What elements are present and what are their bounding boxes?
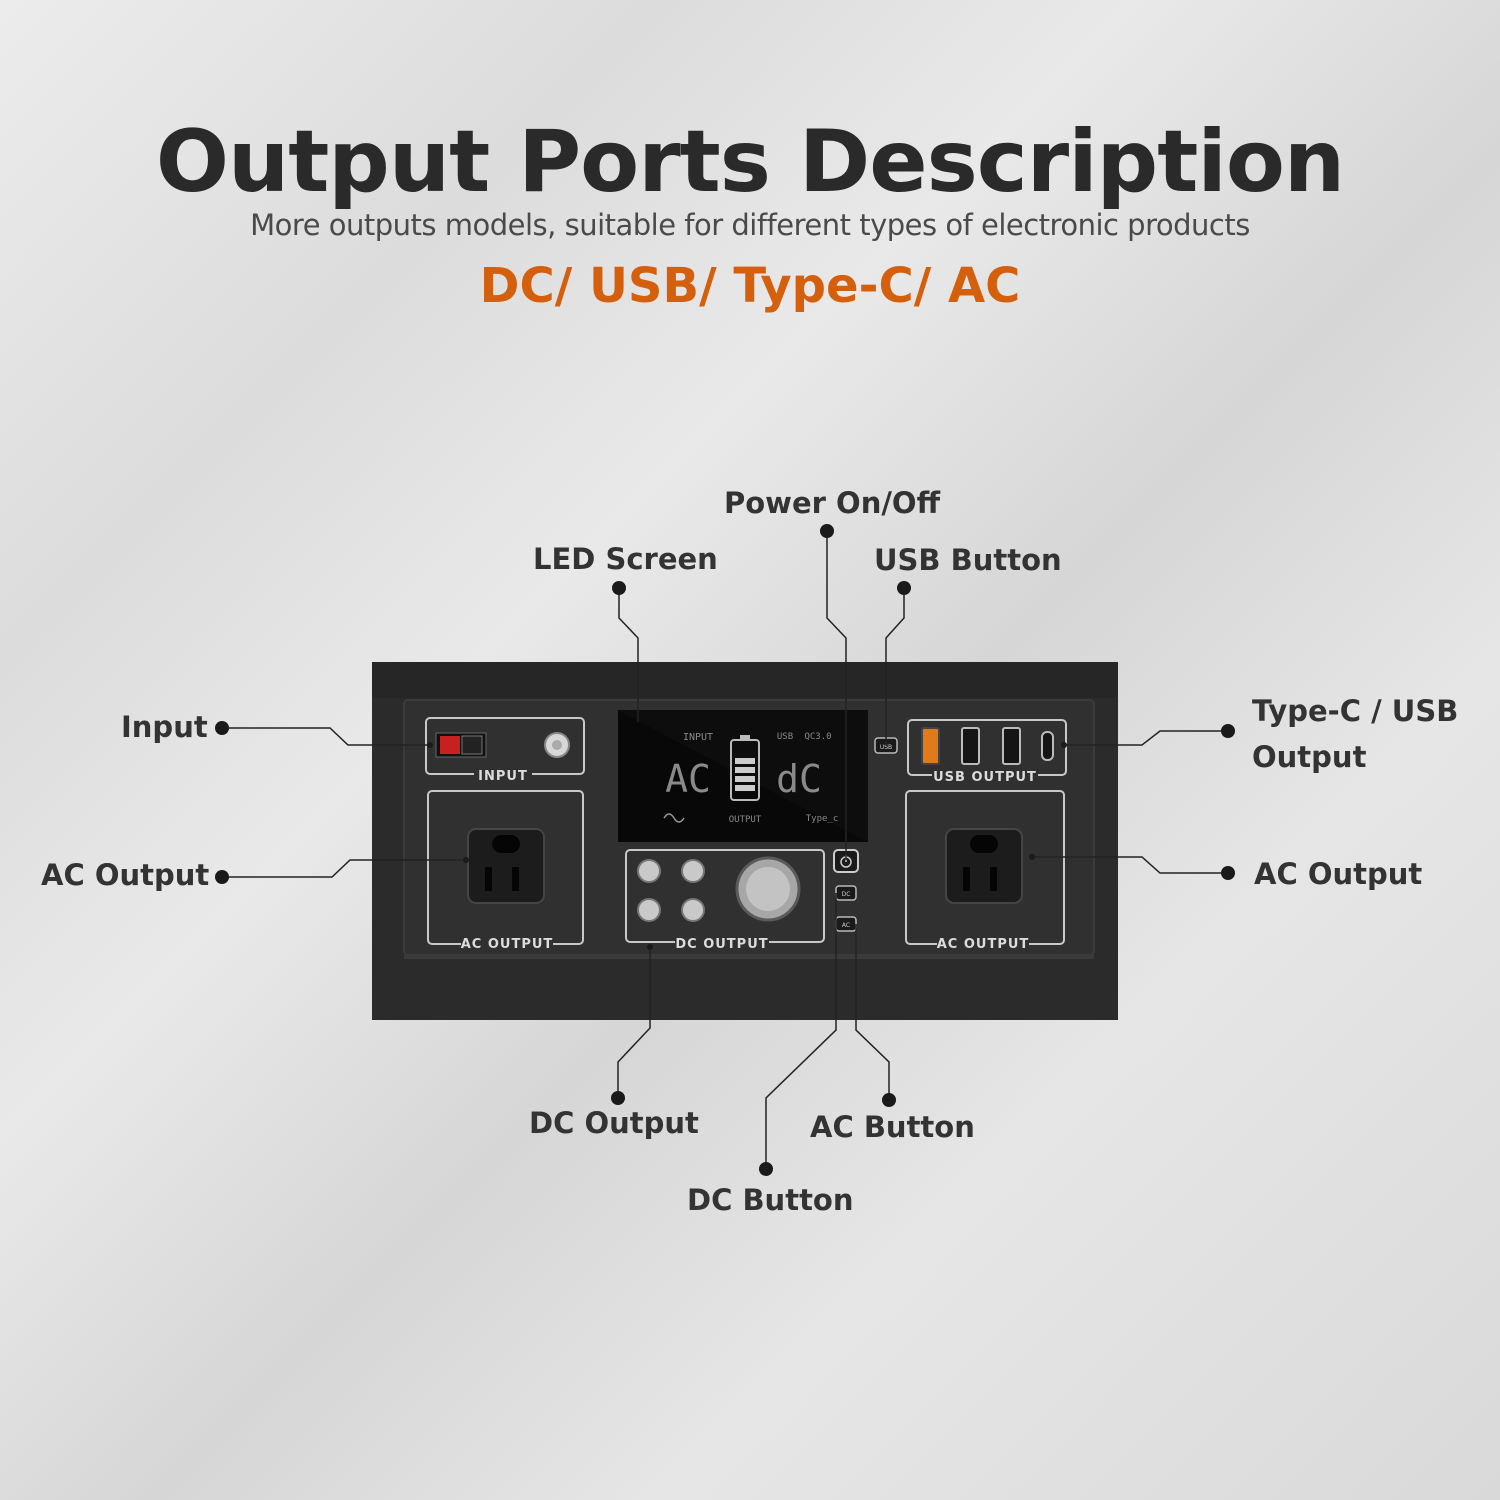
sine-wave-icon <box>663 813 685 823</box>
ac-output-right-panel-label: AC OUTPUT <box>937 937 1030 952</box>
callout-type-c-usb-line1: Type-C / USB <box>1252 694 1459 728</box>
dc-output-panel-label: DC OUTPUT <box>675 937 768 952</box>
callout-dc-button: DC Button <box>687 1183 854 1217</box>
battery-level-icon <box>730 735 760 801</box>
qc-usb-port[interactable] <box>921 727 940 765</box>
callout-leader-lines <box>222 531 1228 1169</box>
usb-port-3[interactable] <box>1002 727 1021 765</box>
callout-power-on-off: Power On/Off <box>724 486 941 520</box>
callout-dots <box>215 524 1235 1176</box>
input-panel-label: INPUT <box>478 769 528 784</box>
lcd-type-c-label: Type_c <box>806 814 839 824</box>
callout-ac-output-left: AC Output <box>41 858 210 892</box>
dc-port-3[interactable] <box>637 898 661 922</box>
page-subtitle: More outputs models, suitable for differ… <box>250 208 1250 242</box>
lcd-dc-indicator: dC <box>776 757 822 801</box>
usb-output-panel-label: USB OUTPUT <box>933 770 1037 785</box>
dc-port-2[interactable] <box>681 859 705 883</box>
ac-outlet-left[interactable]: AC OUTPUT <box>427 790 584 952</box>
dc-button-label: DC <box>842 891 851 898</box>
port-types-tagline: DC/ USB/ Type-C/ AC <box>479 258 1021 314</box>
usb-output-module: USB OUTPUT <box>907 719 1067 785</box>
input-port-module: INPUT <box>425 717 585 784</box>
led-screen: INPUT USB QC3.0 AC dC OUTPUT Type_c <box>618 710 868 842</box>
dc-button[interactable]: DC <box>835 885 857 901</box>
ac-output-left-panel-label: AC OUTPUT <box>461 937 554 952</box>
callout-ac-output-right: AC Output <box>1254 857 1423 891</box>
dc-port-1[interactable] <box>637 859 661 883</box>
dc-port-4[interactable] <box>681 898 705 922</box>
lcd-qc-label: QC3.0 <box>804 732 831 742</box>
callout-input: Input <box>121 710 208 744</box>
dc-output-module: DC OUTPUT <box>625 849 825 952</box>
ac-button[interactable]: AC <box>835 916 857 932</box>
callout-usb-button: USB Button <box>874 543 1062 577</box>
lcd-input-label: INPUT <box>683 732 713 743</box>
ac-button-label: AC <box>842 922 850 929</box>
lcd-ac-indicator: AC <box>665 757 711 801</box>
callout-type-c-usb: Type-C / USB Output <box>1252 688 1458 780</box>
lcd-output-label: OUTPUT <box>729 815 762 825</box>
lcd-usb-label: USB <box>777 732 793 742</box>
ac-outlet-right[interactable]: AC OUTPUT <box>905 790 1065 952</box>
callout-led-screen: LED Screen <box>533 542 718 576</box>
type-c-port[interactable] <box>1041 731 1054 761</box>
usb-button-label: USB <box>880 744 892 751</box>
callout-ac-button: AC Button <box>810 1110 975 1144</box>
page-title: Output Ports Description <box>155 112 1345 212</box>
callout-type-c-usb-line2: Output <box>1252 740 1367 774</box>
callout-dc-output: DC Output <box>529 1106 699 1140</box>
usb-port-2[interactable] <box>961 727 980 765</box>
